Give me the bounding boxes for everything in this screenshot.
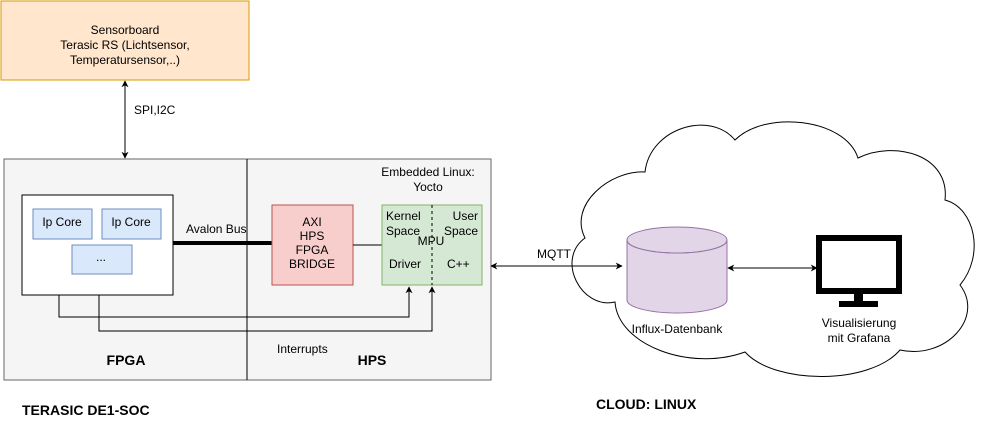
- fpga-label: FPGA: [107, 352, 146, 368]
- sensorboard-sensors: Temperatursensor,..): [70, 53, 180, 67]
- bridge-line-4: BRIDGE: [289, 257, 335, 271]
- ip-core-1[interactable]: Ip Core: [32, 208, 93, 240]
- hps-label: HPS: [358, 352, 387, 368]
- sensorboard-node[interactable]: Sensorboard Terasic RS (Lichtsensor, Tem…: [0, 0, 250, 81]
- kernel-label: Kernel: [386, 209, 421, 223]
- ip-core-more[interactable]: ...: [71, 244, 133, 275]
- grafana-label-line2: mit Grafana: [828, 331, 891, 345]
- driver-label: Driver: [389, 257, 421, 271]
- interrupt-line-driver[interactable]: [58, 286, 413, 318]
- mpu-label: MPU: [418, 234, 445, 248]
- mpu-node[interactable]: Kernel Space User Space MPU Driver C++: [381, 204, 483, 286]
- ip-core-1-label: Ip Core: [42, 215, 82, 229]
- grafana-label-line1: Visualisierung: [822, 316, 897, 330]
- interrupt-line-user[interactable]: [98, 286, 436, 332]
- board-title: TERASIC DE1-SOC: [22, 402, 150, 418]
- cloud-title: CLOUD: LINUX: [596, 396, 697, 412]
- sensorboard-model: Terasic RS (Lichtsensor,: [60, 38, 189, 52]
- ip-core-2[interactable]: Ip Core: [101, 208, 162, 240]
- interrupts-label: Interrupts: [277, 342, 328, 356]
- avalon-bus-label: Avalon Bus: [186, 222, 247, 236]
- monitor-icon[interactable]: [816, 235, 902, 307]
- yocto-label: Yocto: [413, 180, 443, 194]
- kernel-space-label: Space: [386, 224, 420, 238]
- mqtt-label: MQTT: [537, 247, 572, 261]
- cpp-label: C++: [447, 257, 470, 271]
- ip-core-2-label: Ip Core: [111, 215, 151, 229]
- influx-db-label: Influx-Datenbank: [632, 322, 724, 336]
- user-label: User: [453, 209, 478, 223]
- axi-bridge-node[interactable]: AXI HPS FPGA BRIDGE: [271, 204, 354, 286]
- embedded-linux-label: Embedded Linux:: [381, 165, 474, 179]
- bridge-line-1: AXI: [302, 215, 321, 229]
- bridge-line-2: HPS: [300, 229, 325, 243]
- bridge-line-3: FPGA: [296, 243, 329, 257]
- influx-db-node[interactable]: [626, 226, 728, 314]
- sensorboard-title: Sensorboard: [91, 23, 160, 37]
- spi-i2c-label: SPI,I2C: [134, 103, 176, 117]
- ip-core-more-label: ...: [96, 250, 106, 264]
- user-space-label: Space: [444, 224, 478, 238]
